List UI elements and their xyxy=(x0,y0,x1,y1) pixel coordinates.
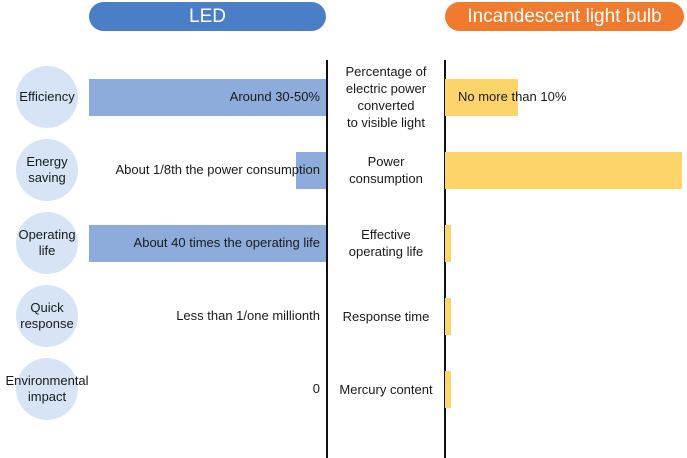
led-bar xyxy=(296,151,326,189)
category-label: life xyxy=(38,243,56,258)
left-divider xyxy=(326,60,328,458)
incandescent-bar xyxy=(445,370,451,408)
incandescent-value-label: No more than 10% xyxy=(458,89,567,104)
metric-line: electric power xyxy=(345,81,427,96)
metric-line: Power xyxy=(367,154,405,169)
led-value-label: About 1/8th the power consumption xyxy=(115,162,320,177)
led-header: LED xyxy=(89,2,326,31)
metric-label: Mercury content xyxy=(330,349,442,429)
incandescent-header: Incandescent light bulb xyxy=(445,2,684,31)
incandescent-bar xyxy=(445,151,682,189)
category-label: Quick xyxy=(30,300,64,315)
metric-line: operating life xyxy=(348,244,424,259)
metric-label: Percentage of electric power converted to v… xyxy=(330,57,442,137)
metric-line: converted xyxy=(357,98,415,113)
metric-line: Effective xyxy=(361,227,411,242)
led-value-label: Less than 1/one millionth xyxy=(176,308,320,323)
category-label: Operating xyxy=(18,227,76,242)
category-label: Environmental xyxy=(5,373,89,388)
category-label: Energy xyxy=(26,154,68,169)
category-circle: Efficiency xyxy=(16,66,78,128)
category-label: Efficiency xyxy=(19,89,75,104)
metric-line: consumption xyxy=(349,171,423,186)
metric-label: Power consumption xyxy=(330,130,442,210)
metric-label: Effective operating life xyxy=(330,203,442,283)
incandescent-bar xyxy=(445,224,451,262)
led-value-label: Around 30-50% xyxy=(229,89,320,104)
category-label: response xyxy=(20,316,74,331)
metric-line: Mercury content xyxy=(339,381,433,397)
category-label: impact xyxy=(27,389,67,404)
category-label: saving xyxy=(28,170,66,185)
metric-line: Response time xyxy=(342,308,430,324)
incandescent-bar xyxy=(445,297,451,335)
led-value-label: 0 xyxy=(312,381,320,396)
incandescent-bar xyxy=(445,78,518,116)
metric-label: Response time xyxy=(330,276,442,356)
led-bar xyxy=(89,224,326,262)
metric-line: to visible light xyxy=(346,115,426,130)
led-bar xyxy=(89,78,326,116)
metric-line: Percentage of xyxy=(345,64,427,79)
led-value-label: About 40 times the operating life xyxy=(133,235,320,250)
